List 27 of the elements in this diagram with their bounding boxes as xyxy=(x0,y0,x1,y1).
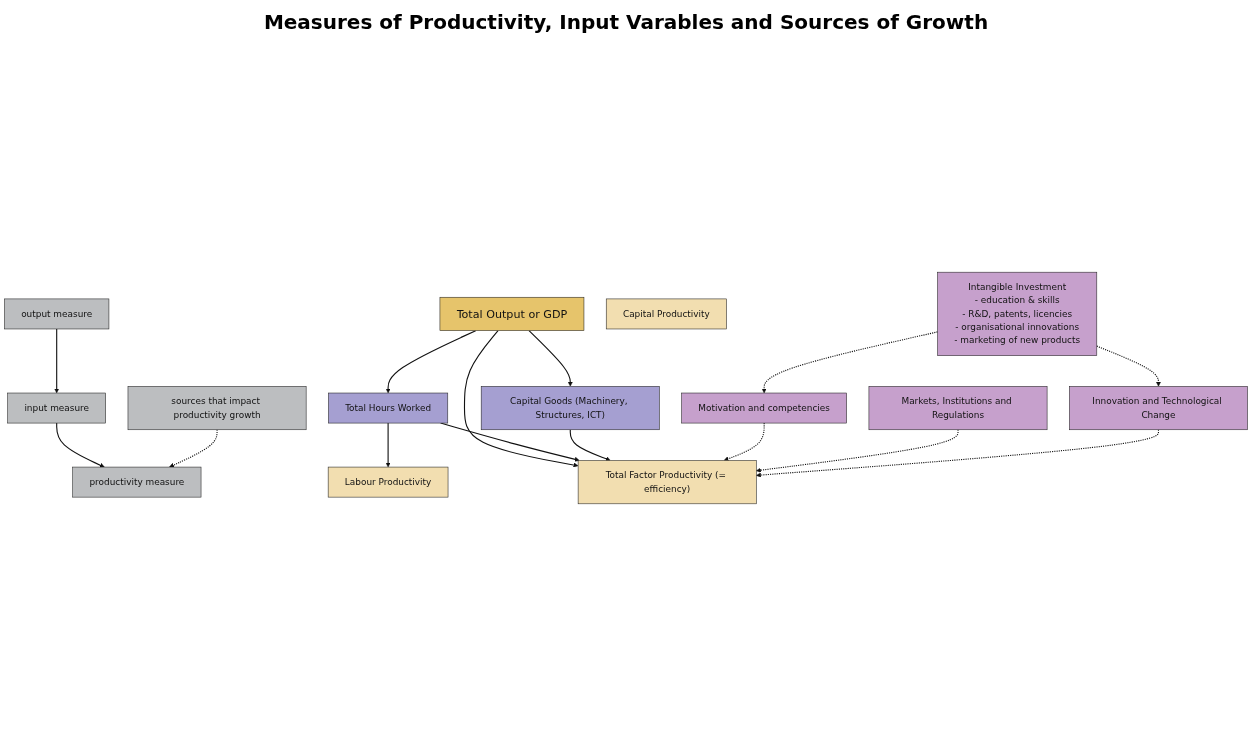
node-box: input measure xyxy=(7,392,106,424)
arrow xyxy=(169,429,218,468)
arrow xyxy=(528,330,573,387)
node-box: Total Factor Productivity (= efficiency) xyxy=(577,460,757,505)
node-box: sources that impact productivity growth xyxy=(127,386,307,431)
node-box: output measure xyxy=(4,298,110,330)
node-box: productivity measure xyxy=(72,466,202,498)
node-box: Motivation and competencies xyxy=(681,392,847,424)
arrow xyxy=(463,330,579,468)
arrow xyxy=(56,422,105,468)
node-box: Capital Goods (Machinery, Structures, ICT) xyxy=(480,386,660,431)
arrow xyxy=(723,422,765,462)
arrow xyxy=(54,328,60,394)
node-box: Total Output or GDP xyxy=(439,296,585,331)
node-box: Total Hours Worked xyxy=(328,392,449,424)
diagram-title: Measures of Productivity, Input Varables and Sources of Growth xyxy=(262,10,990,34)
arrow xyxy=(756,429,1159,478)
node-box: Markets, Institutions and Regulations xyxy=(868,386,1048,431)
arrow xyxy=(385,422,391,468)
arrow xyxy=(1096,345,1161,387)
arrow xyxy=(385,330,477,394)
node-box: Intangible Investment - education & skills - R&D, patents, licencies - organisational innovations - marketing of new products xyxy=(937,271,1098,356)
node-box: Innovation and Technological Change xyxy=(1069,386,1248,431)
arrow xyxy=(756,429,959,473)
arrow xyxy=(569,429,611,462)
node-box: Capital Productivity xyxy=(605,298,727,330)
node-box: Labour Productivity xyxy=(327,466,449,498)
